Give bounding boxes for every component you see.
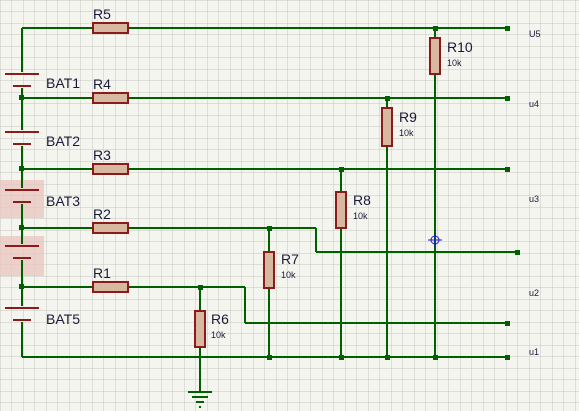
net-label-u2: u2 [529,288,539,298]
r2-label: R2 [93,206,111,222]
resistor-r8[interactable] [335,191,347,229]
rail-wires[interactable] [22,27,517,358]
net-label-u4: u4 [529,99,539,109]
battery-bat4[interactable] [5,245,39,259]
resistor-r1[interactable] [92,281,129,293]
net-label-u5: U5 [529,29,541,39]
r7-value: 10k [281,270,296,280]
r5-label: R5 [93,6,111,22]
resistor-r4[interactable] [92,92,129,104]
shunt-wires[interactable] [199,28,436,392]
ground-icon[interactable] [188,391,212,408]
r9-value: 10k [399,128,414,138]
r8-value: 10k [353,211,368,221]
bat2-label: BAT2 [46,133,80,149]
net-label-u3: u3 [529,194,539,204]
bat5-label: BAT5 [46,311,80,327]
resistor-r7[interactable] [263,251,275,289]
r3-label: R3 [93,147,111,163]
r10-value: 10k [447,58,462,68]
r10-label: R10 [447,39,473,55]
crosshair-cursor-icon [428,233,442,247]
r8-label: R8 [353,192,371,208]
resistor-r6[interactable] [194,310,206,348]
battery-bat5[interactable] [5,307,39,321]
resistor-r10[interactable] [429,37,441,75]
battery-bat1[interactable] [5,73,39,87]
resistor-r2[interactable] [92,222,129,234]
battery-bat2[interactable] [5,131,39,145]
r6-value: 10k [211,330,226,340]
resistor-r9[interactable] [381,107,393,147]
r7-label: R7 [281,251,299,267]
r4-label: R4 [93,76,111,92]
r6-label: R6 [211,311,229,327]
terminal-endpoints[interactable] [505,26,520,360]
battery-bat3[interactable] [5,189,39,203]
resistor-r5[interactable] [92,22,129,34]
r9-label: R9 [399,109,417,125]
bat1-label: BAT1 [46,75,80,91]
junction-nodes [19,26,438,360]
r1-label: R1 [93,265,111,281]
net-label-u1: u1 [529,347,539,357]
resistor-r3[interactable] [92,163,129,175]
bat3-label: BAT3 [46,193,80,209]
